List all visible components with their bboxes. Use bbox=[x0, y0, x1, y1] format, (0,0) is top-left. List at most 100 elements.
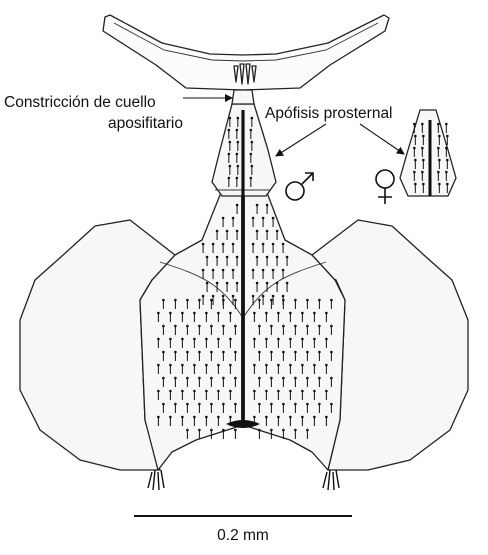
seta-socket bbox=[186, 324, 189, 328]
seta-socket bbox=[231, 216, 235, 220]
seta-socket bbox=[282, 324, 285, 328]
seta-socket bbox=[201, 294, 205, 298]
seta-socket bbox=[289, 311, 292, 315]
seta-socket bbox=[265, 337, 268, 341]
seta-socket bbox=[169, 337, 172, 341]
seta-socket bbox=[231, 242, 235, 246]
seta-socket bbox=[229, 363, 232, 367]
seta-socket bbox=[306, 428, 309, 432]
seta-socket bbox=[234, 350, 237, 354]
seta-socket bbox=[437, 170, 440, 174]
seta-socket bbox=[205, 415, 208, 419]
seta-socket bbox=[157, 337, 160, 341]
seta-socket bbox=[282, 298, 285, 302]
female-apophysis-inset bbox=[399, 109, 457, 197]
seta-socket bbox=[438, 182, 441, 186]
seta-socket bbox=[162, 324, 165, 328]
seta-socket bbox=[229, 337, 232, 341]
apophyseal-neck bbox=[231, 89, 255, 105]
seta-socket bbox=[265, 389, 268, 393]
seta-socket bbox=[205, 337, 208, 341]
seta-socket bbox=[215, 255, 219, 259]
seta-socket bbox=[181, 415, 184, 419]
seta-socket bbox=[210, 376, 213, 380]
seta-socket bbox=[255, 281, 259, 285]
seta-socket bbox=[285, 281, 289, 285]
seta-socket bbox=[261, 242, 265, 246]
seta-socket bbox=[275, 281, 279, 285]
seta-socket bbox=[318, 350, 321, 354]
seta-socket bbox=[186, 428, 189, 432]
seta-socket bbox=[255, 229, 259, 233]
seta-socket bbox=[255, 255, 259, 259]
seta-socket bbox=[186, 350, 189, 354]
seta-socket bbox=[205, 281, 209, 285]
female-symbol bbox=[375, 169, 395, 204]
seta-socket bbox=[236, 140, 240, 144]
seta-socket bbox=[277, 363, 280, 367]
seta-socket bbox=[231, 268, 235, 272]
seta-socket bbox=[234, 376, 237, 380]
seta-socket bbox=[251, 242, 255, 246]
seta-socket bbox=[301, 389, 304, 393]
seta-socket bbox=[318, 298, 321, 302]
prosternum-body bbox=[19, 89, 469, 491]
seta-socket bbox=[236, 164, 240, 168]
seta-socket bbox=[275, 229, 279, 233]
prosternal-apophysis-label: Apófisis prosternal bbox=[265, 105, 405, 157]
seta-socket bbox=[330, 324, 333, 328]
seta-socket bbox=[289, 389, 292, 393]
seta-socket bbox=[234, 402, 237, 406]
seta-socket bbox=[445, 122, 448, 126]
setae-group bbox=[157, 116, 333, 439]
seta-socket bbox=[221, 216, 225, 220]
seta-socket bbox=[294, 402, 297, 406]
seta-socket bbox=[174, 376, 177, 380]
seta-socket bbox=[414, 158, 417, 162]
seta-socket bbox=[313, 363, 316, 367]
seta-socket bbox=[282, 350, 285, 354]
seta-socket bbox=[250, 116, 254, 120]
seta-socket bbox=[255, 203, 259, 207]
seta-socket bbox=[281, 242, 285, 246]
seta-socket bbox=[265, 203, 269, 207]
seta-socket bbox=[222, 324, 225, 328]
seta-socket bbox=[413, 170, 416, 174]
seta-socket bbox=[289, 363, 292, 367]
seta-socket bbox=[313, 389, 316, 393]
seta-socket bbox=[437, 122, 440, 126]
seta-socket bbox=[251, 216, 255, 220]
seta-socket bbox=[198, 376, 201, 380]
seta-socket bbox=[445, 146, 448, 150]
seta-socket bbox=[211, 268, 215, 272]
seta-socket bbox=[330, 298, 333, 302]
anterior-collar bbox=[102, 14, 390, 91]
seta-socket bbox=[236, 116, 240, 120]
seta-socket bbox=[210, 350, 213, 354]
seta-socket bbox=[437, 146, 440, 150]
neck-constriction-label-line1: Constricción de cuello bbox=[4, 94, 156, 111]
seta-socket bbox=[306, 402, 309, 406]
seta-socket bbox=[234, 324, 237, 328]
seta-socket bbox=[169, 415, 172, 419]
seta-socket bbox=[205, 255, 209, 259]
seta-socket bbox=[301, 311, 304, 315]
seta-socket bbox=[217, 337, 220, 341]
seta-socket bbox=[221, 242, 225, 246]
scale-bar-label: 0.2 mm bbox=[217, 527, 269, 544]
seta-socket bbox=[181, 337, 184, 341]
seta-socket bbox=[414, 134, 417, 138]
seta-socket bbox=[215, 281, 219, 285]
seta-socket bbox=[225, 255, 229, 259]
seta-socket bbox=[282, 376, 285, 380]
seta-socket bbox=[181, 363, 184, 367]
seta-socket bbox=[282, 402, 285, 406]
seta-socket bbox=[294, 350, 297, 354]
seta-socket bbox=[301, 337, 304, 341]
seta-socket bbox=[271, 242, 275, 246]
seta-socket bbox=[265, 363, 268, 367]
seta-socket bbox=[271, 294, 275, 298]
seta-socket bbox=[261, 294, 265, 298]
seta-socket bbox=[413, 146, 416, 150]
